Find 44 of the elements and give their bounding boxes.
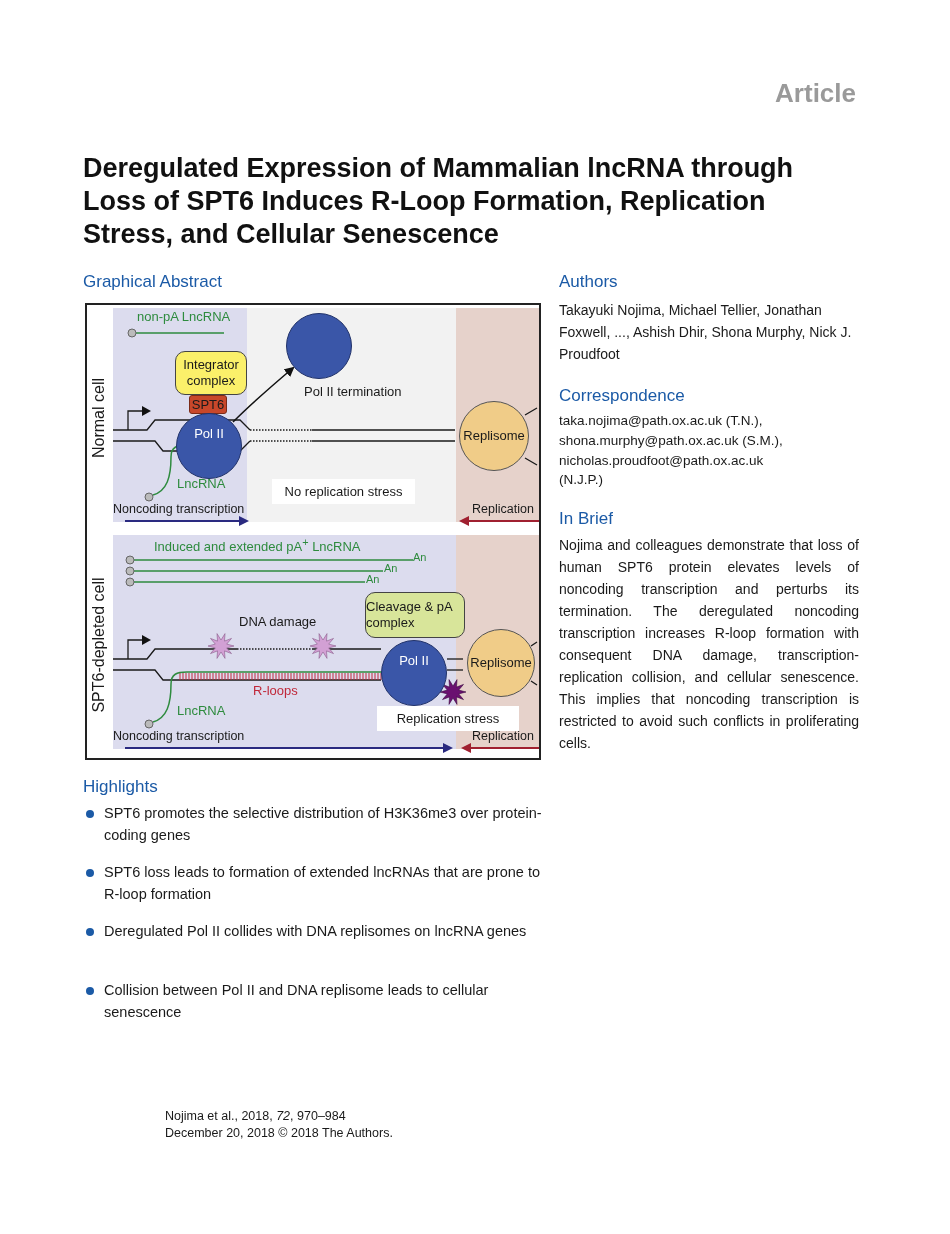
email-address: nicholas.proudfoot@path.ox.ac.uk (N.J.P.): [559, 452, 765, 489]
protein-circle: Replisome: [459, 401, 529, 471]
citation-text: December 20, 2018 © 2018 The Authors.: [165, 1125, 393, 1142]
summary-paragraph: Nojima and colleagues demonstrate that loss of human SPT6 protein elevates levels of noncoding transcription and perturbs its termination. The deregulated noncoding transcription increases R-loop formation with consequent DNA damage, transcription-replication collision, and cellular senescence. This implies that noncoding transcription is restricted to avoid such conflicts in proliferating cells.: [559, 536, 859, 753]
protein-circle: Replisome: [467, 629, 535, 697]
section-heading: In Brief: [559, 509, 613, 529]
panel-label: SPT6-depleted cell: [90, 577, 108, 713]
diagram-label: non-pA LncRNA: [137, 309, 231, 324]
protein-circle: Pol II: [381, 640, 447, 706]
diagram-label: Noncoding transcription: [113, 502, 245, 517]
article-type: Article: [775, 78, 856, 109]
highlight-text: Collision between Pol II and DNA replisome leads to cellular senescence: [104, 981, 490, 1022]
label-box: Integrator complex: [175, 351, 247, 395]
diagram-label: LncRNA: [177, 703, 226, 718]
protein-circle: Pol II: [176, 413, 242, 479]
diagram-label: Replication: [472, 729, 534, 744]
article-title: Deregulated Expression of Mammalian lncRNA through Loss of SPT6 Induces R-Loop Formation, Replication Stress, and Cellular Senescence: [83, 152, 795, 251]
diagram-label: An: [384, 562, 398, 575]
highlight-text: SPT6 promotes the selective distribution of H3K36me3 over protein-coding genes: [104, 804, 543, 845]
diagram-label: An: [366, 573, 380, 586]
email-address: shona.murphy@path.ox.ac.uk (S.M.),: [559, 432, 784, 450]
panel-label: Normal cell: [90, 378, 108, 458]
author-list: Takayuki Nojima, Michael Tellier, Jonathan Foxwell, ..., Ashish Dhir, Shona Murphy, Nick J. Proudfoot: [559, 299, 859, 365]
citation-text: Nojima et al., 2018, 72, 970–984: [165, 1108, 346, 1125]
diagram-label: R-loops: [253, 683, 298, 698]
section-heading: Authors: [559, 272, 618, 292]
label-box: SPT6: [189, 395, 227, 414]
diagram-label: LncRNA: [177, 476, 226, 491]
highlight-text: Deregulated Pol II collides with DNA replisomes on lncRNA genes: [104, 922, 528, 941]
label-box: Cleavage & pA complex: [365, 592, 465, 638]
label-box: No replication stress: [272, 479, 415, 504]
label-box: Replication stress: [377, 706, 519, 731]
diagram-label: DNA damage: [239, 614, 317, 629]
diagram-label: Induced and extended pA$^{+}$ LncRNA: [154, 535, 361, 555]
edge-label: Pol II termination: [302, 384, 404, 399]
section-heading: Graphical Abstract: [83, 272, 222, 292]
highlight-text: SPT6 loss leads to formation of extended lncRNAs that are prone to R-loop formation: [104, 863, 542, 904]
section-heading: Highlights: [83, 777, 158, 797]
diagram-label: Replication: [472, 502, 534, 517]
email-address: taka.nojima@path.ox.ac.uk (T.N.),: [559, 412, 764, 430]
diagram-label: Noncoding transcription: [113, 729, 245, 744]
arrow: [232, 366, 295, 423]
section-heading: Correspondence: [559, 386, 685, 406]
diagram-label: An: [413, 551, 427, 564]
